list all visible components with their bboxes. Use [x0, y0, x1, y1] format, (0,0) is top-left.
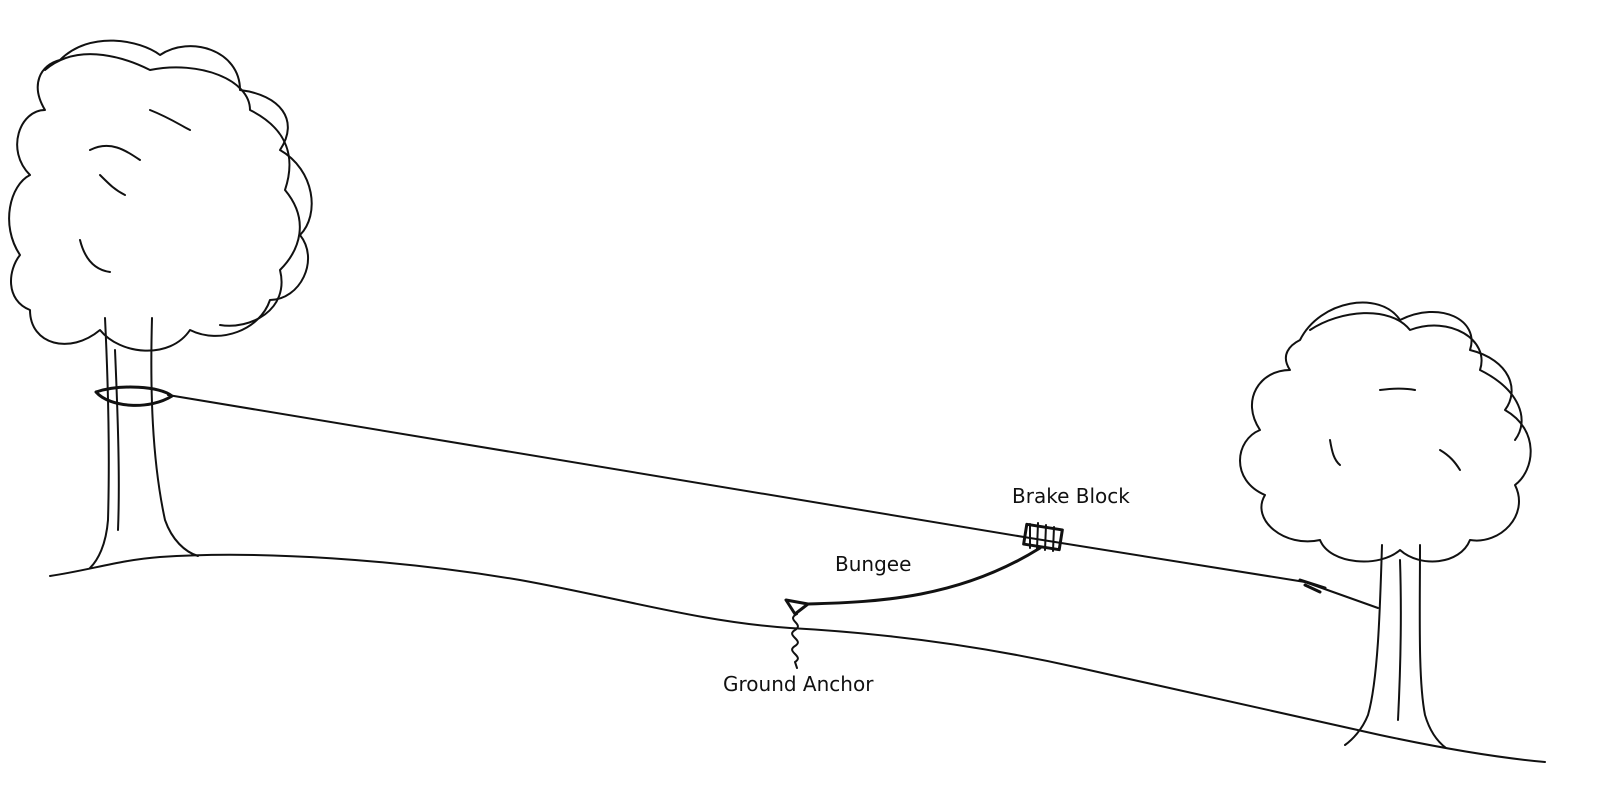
- ground-line: [49, 553, 1546, 763]
- bungee-label: Bungee: [835, 552, 912, 576]
- ground-anchor: [784, 598, 810, 669]
- zipline-cable: [167, 394, 1379, 609]
- cable-knot: [1298, 578, 1327, 594]
- left-tree-canopy: [8, 39, 313, 352]
- left-tree-trunk: [89, 317, 110, 569]
- right-tree-canopy: [1239, 301, 1532, 563]
- brake-block: [1022, 522, 1064, 552]
- right-tree-trunk: [1344, 544, 1383, 746]
- ground-anchor-label: Ground Anchor: [723, 672, 874, 696]
- right-tree: [1239, 301, 1532, 749]
- bungee-cord: [806, 546, 1042, 606]
- left-tree: [8, 39, 313, 569]
- brake-block-label: Brake Block: [1012, 484, 1130, 508]
